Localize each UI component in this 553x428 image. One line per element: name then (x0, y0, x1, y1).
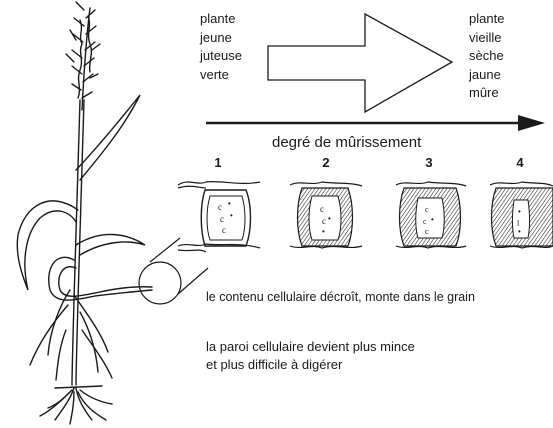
zoom-line-top (150, 238, 180, 262)
maturation-arrow (268, 14, 452, 112)
cell-stage-3: c c • c (396, 182, 466, 248)
svg-text:•: • (230, 211, 233, 220)
old-plant-line: sèche (469, 47, 504, 66)
stage-number-3: 3 (419, 155, 439, 170)
note-cell-wall-line-1: la paroi cellulaire devient plus mince (206, 338, 415, 355)
svg-text:c: c (322, 216, 326, 226)
stage-number-1: 1 (208, 155, 228, 170)
old-plant-line: jaune (469, 66, 504, 85)
right-leaf (76, 234, 145, 255)
grass-plant-illustration (17, 2, 152, 424)
ground-line (55, 386, 102, 388)
left-leaf (17, 201, 78, 290)
svg-text:c: c (218, 202, 222, 212)
cell-stage-4: • l • (490, 182, 553, 248)
young-plant-line: verte (200, 66, 242, 85)
svg-text:c: c (423, 217, 427, 226)
zoom-circle (139, 262, 181, 304)
roots (40, 388, 112, 424)
old-plant-line: plante (469, 10, 504, 29)
stage-number-4: 4 (510, 155, 530, 170)
young-plant-line: plante (200, 10, 242, 29)
young-plant-line: jeune (200, 29, 242, 48)
svg-text:•: • (431, 215, 434, 224)
svg-text:•: • (518, 207, 521, 216)
svg-text:•: • (328, 214, 331, 223)
svg-text:•: • (518, 227, 521, 236)
cell-stage-1: c • c • c (178, 182, 260, 252)
old-plant-label: plante vieille sèche jaune mûre (469, 10, 504, 103)
young-plant-line: juteuse (200, 47, 242, 66)
axis-label: degré de mûrissement (272, 134, 421, 151)
note-cell-wall-line-2: et plus difficile à digérer (206, 356, 342, 373)
svg-text:c: c (222, 225, 226, 235)
seed-head (66, 2, 100, 110)
old-plant-line: vieille (469, 29, 504, 48)
main-stem (72, 100, 80, 385)
ripening-axis (206, 115, 545, 131)
svg-text:•: • (322, 227, 325, 236)
old-plant-line: mûre (469, 84, 504, 103)
svg-text:c: c (425, 205, 429, 214)
stage-number-2: 2 (316, 155, 336, 170)
svg-text:•: • (228, 199, 231, 208)
cell-stage-2: c c • • (290, 182, 362, 248)
svg-text:c: c (320, 204, 324, 214)
svg-text:c: c (220, 214, 224, 224)
svg-text:c: c (425, 227, 429, 236)
note-cell-content: le contenu cellulaire décroît, monte dan… (206, 289, 475, 306)
young-plant-label: plante jeune juteuse verte (200, 10, 242, 84)
zoom-line-bottom (178, 268, 208, 294)
upper-leaf (76, 95, 140, 180)
